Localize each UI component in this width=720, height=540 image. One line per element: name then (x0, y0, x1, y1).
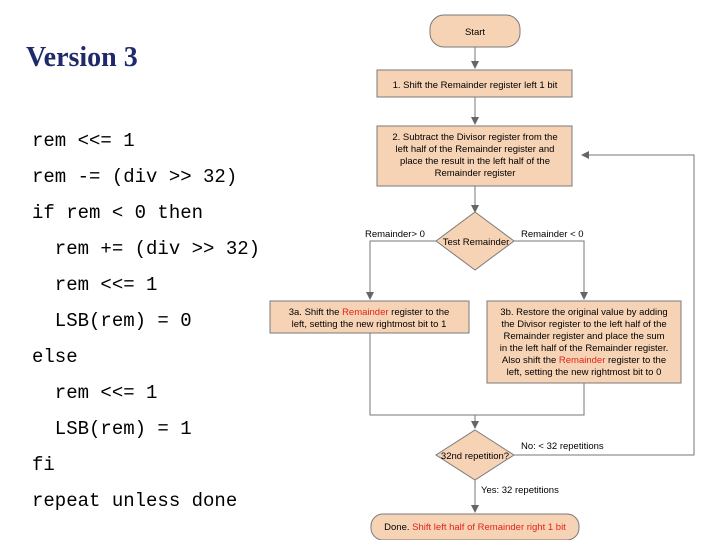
start-node: Start (429, 14, 521, 48)
branch-right-label: Remainder < 0 (521, 229, 584, 240)
code-line: else (32, 346, 78, 368)
code-line: if rem < 0 then (32, 202, 204, 224)
step2-line: 2. Subtract the Divisor register from th… (392, 132, 557, 143)
code-line: LSB(rem) = 0 (32, 310, 192, 332)
step3a-line1: 3a. Shift the Remainder register to the (289, 307, 450, 318)
code-line: rem -= (div >> 32) (32, 166, 238, 188)
step3b-line: the Divisor register to the left half of… (501, 319, 666, 330)
branch-left-label: Remainder> 0 (365, 229, 425, 240)
slide-title: Version 3 (26, 42, 138, 73)
repetition-label: 32nd repetition? (441, 451, 509, 462)
code-line: rem <<= 1 (32, 130, 135, 152)
no-branch-label: No: < 32 repetitions (521, 441, 604, 452)
step3a-line2: left, setting the new rightmost bit to 1 (292, 319, 447, 330)
code-line: repeat unless done (32, 490, 238, 512)
code-line: fi (32, 454, 55, 476)
step1-box: 1. Shift the Remainder register left 1 b… (376, 69, 573, 98)
code-line: rem += (div >> 32) (32, 238, 261, 260)
step2-line: left half of the Remainder register and (396, 144, 555, 155)
test-remainder-decision: Test Remainder (435, 211, 515, 271)
code-line: rem <<= 1 (32, 274, 158, 296)
step3b-line: 3b. Restore the original value by adding (500, 307, 667, 318)
step2-line: Remainder register (435, 168, 516, 179)
connector-lines (366, 47, 695, 513)
step3b-line: Remainder register and place the sum (503, 331, 664, 342)
test-label: Test Remainder (443, 237, 510, 248)
step1-label: 1. Shift the Remainder register left 1 b… (393, 80, 558, 91)
done-label: Done. Shift left half of Remainder right… (384, 522, 566, 533)
step2-box: 2. Subtract the Divisor register from th… (376, 125, 573, 187)
code-line: LSB(rem) = 1 (32, 418, 192, 440)
step2-line: place the result in the left half of the (400, 156, 550, 167)
start-label: Start (465, 27, 485, 38)
code-line: rem <<= 1 (32, 382, 158, 404)
step3b-line: in the left half of the Remainder regist… (500, 343, 668, 354)
done-node: Done. Shift left half of Remainder right… (370, 513, 580, 540)
step3b-box: 3b. Restore the original value by adding… (486, 300, 682, 384)
step3b-line5: Also shift the Remainder register to the (502, 355, 666, 366)
yes-branch-label: Yes: 32 repetitions (481, 485, 559, 496)
step3b-line: left, setting the new rightmost bit to 0 (507, 367, 662, 378)
repetition-decision: 32nd repetition? (435, 429, 515, 481)
step3a-box: 3a. Shift the Remainder register to the … (269, 300, 470, 334)
